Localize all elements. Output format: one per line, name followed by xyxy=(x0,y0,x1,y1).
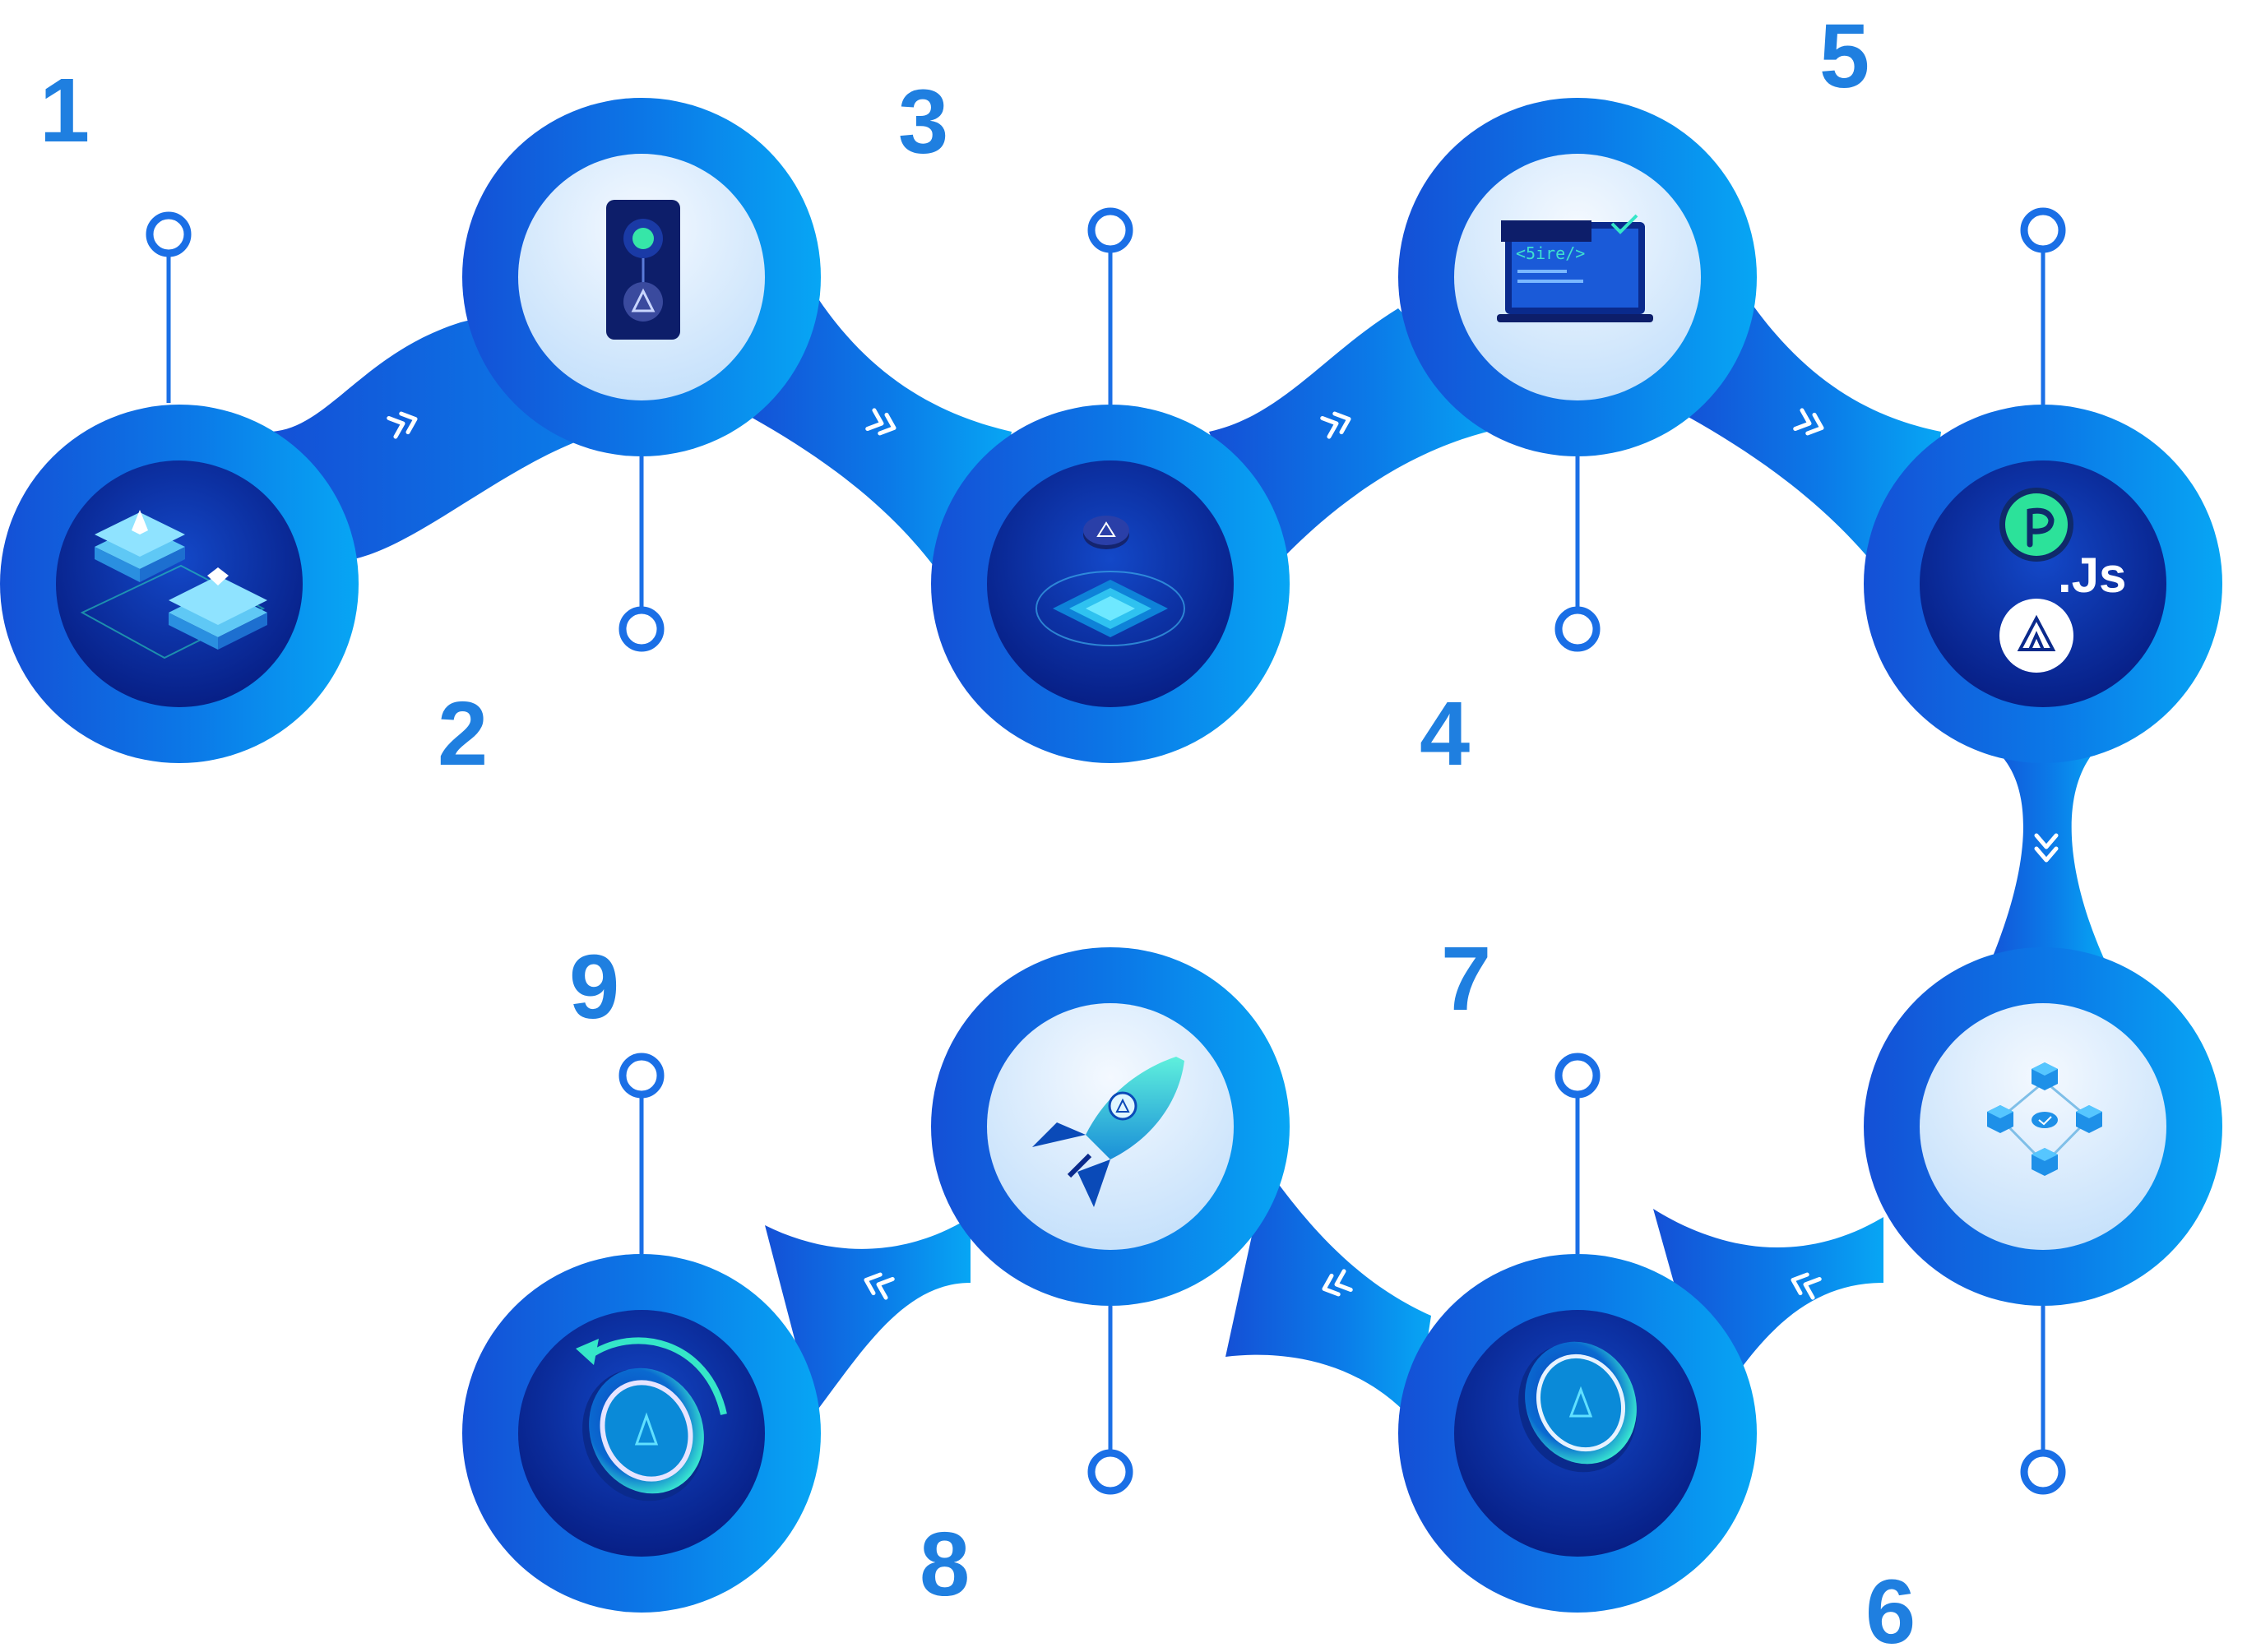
step-3-node xyxy=(987,460,1234,707)
step-2-node xyxy=(518,154,765,400)
coin-icon xyxy=(1518,1341,1637,1473)
polkadot-js-icon: .Js xyxy=(1999,488,2126,673)
step-number-7: 7 xyxy=(1441,928,1491,1030)
step-number-8: 8 xyxy=(920,1514,970,1615)
chevron-right-icon xyxy=(1320,411,1351,439)
step-numbers: 1 2 3 4 5 6 7 8 9 xyxy=(39,6,1916,1652)
pin-marker xyxy=(146,211,192,257)
track-bridge-5-6 xyxy=(1982,740,2106,962)
direction-arrows xyxy=(387,408,2059,1300)
pin-marker xyxy=(1554,606,1601,652)
checkmark-icon xyxy=(1610,214,1638,234)
chevron-left-icon xyxy=(1322,1269,1353,1297)
track-bridge-7-8 xyxy=(1225,1168,1431,1423)
pins xyxy=(146,207,2066,1495)
pin-marker xyxy=(1087,207,1133,253)
pin-marker xyxy=(1087,1449,1133,1495)
pin-marker xyxy=(2020,1449,2066,1495)
mobile-wallet-icon xyxy=(606,200,680,340)
step-9-node xyxy=(518,1310,765,1557)
step-number-6: 6 xyxy=(1865,1562,1916,1652)
staking-platform-icon xyxy=(1035,516,1185,646)
refresh-coin-icon xyxy=(576,1337,727,1502)
step-number-4: 4 xyxy=(1420,683,1470,784)
refresh-arrow-icon xyxy=(586,1337,727,1415)
step-4-node: <5ire/> xyxy=(1454,154,1701,400)
chevron-right-icon xyxy=(1793,408,1824,436)
pin-marker xyxy=(619,606,665,652)
step-6-node xyxy=(1920,1003,2166,1250)
step-number-2: 2 xyxy=(438,683,488,784)
step-1-node xyxy=(56,460,303,707)
chevron-right-icon xyxy=(387,411,418,439)
js-label: .Js xyxy=(2058,548,2126,603)
rocket-icon xyxy=(1032,1057,1184,1207)
step-number-1: 1 xyxy=(39,60,90,161)
blockchain-bridge-icon xyxy=(80,510,267,659)
pin-marker xyxy=(1554,1053,1601,1099)
step-number-5: 5 xyxy=(1819,6,1869,107)
laptop-code-icon: <5ire/> xyxy=(1497,214,1653,322)
chevron-right-icon xyxy=(865,408,896,436)
step-number-9: 9 xyxy=(569,937,619,1038)
step-5-node: .Js xyxy=(1920,460,2166,707)
track-bridge-8-9 xyxy=(765,1217,971,1414)
chevron-down-icon xyxy=(2034,833,2059,863)
chevron-left-icon xyxy=(1791,1272,1822,1300)
step-number-3: 3 xyxy=(898,72,948,173)
step-8-node xyxy=(987,1003,1234,1250)
chevron-left-icon xyxy=(864,1272,895,1300)
step-7-node xyxy=(1454,1310,1701,1557)
pin-marker xyxy=(619,1053,665,1099)
code-tag-label: <5ire/> xyxy=(1516,243,1585,263)
network-nodes-icon xyxy=(1987,1062,2102,1176)
pin-marker xyxy=(2020,207,2066,253)
